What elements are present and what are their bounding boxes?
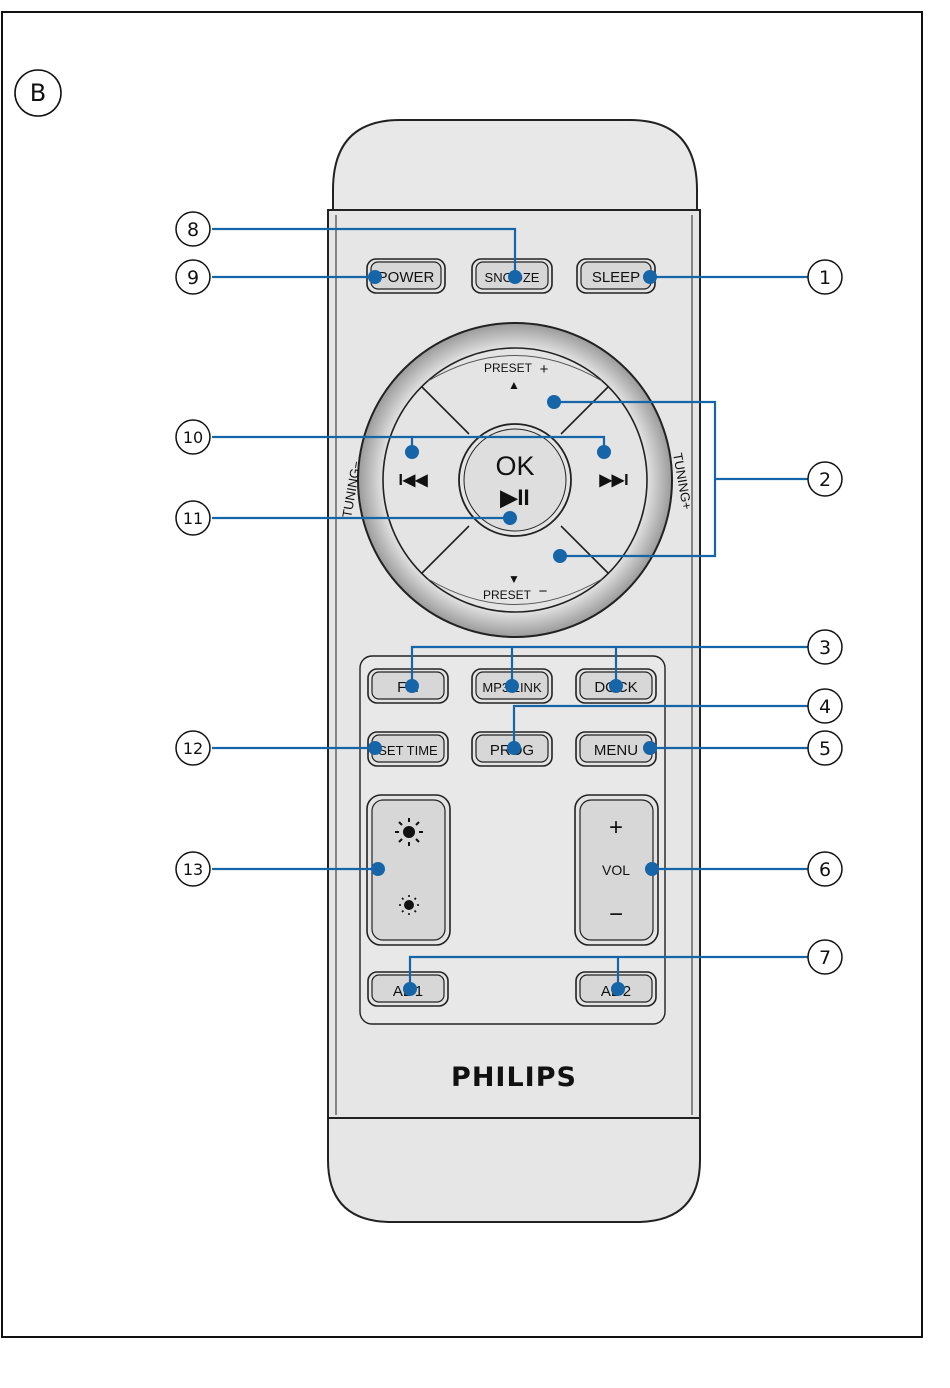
- prev-button[interactable]: I◀◀: [398, 472, 428, 489]
- svg-text:12: 12: [183, 739, 203, 758]
- sleep-button[interactable]: SLEEP: [576, 258, 656, 294]
- brightness-down-icon[interactable]: [399, 895, 419, 915]
- vol-label: VOL: [602, 862, 630, 878]
- figure-label: B: [14, 69, 62, 117]
- svg-text:POWER: POWER: [378, 269, 435, 286]
- svg-text:7: 7: [819, 947, 831, 969]
- callout-6: 6: [807, 851, 843, 887]
- svg-text:8: 8: [187, 219, 199, 241]
- svg-text:4: 4: [819, 696, 831, 718]
- svg-text:SET TIME: SET TIME: [378, 743, 438, 758]
- leader-lines: [212, 227, 808, 989]
- callout-9: 9: [175, 259, 211, 295]
- svg-text:OK: OK: [495, 451, 534, 481]
- vol-minus-button[interactable]: −: [609, 901, 623, 928]
- brightness-rocker[interactable]: [366, 794, 451, 946]
- menu-button[interactable]: MENU: [575, 731, 657, 767]
- svg-text:▶II: ▶II: [499, 485, 529, 510]
- callout-2: 2: [807, 461, 843, 497]
- callout-5: 5: [807, 730, 843, 766]
- ok-play-pause-button[interactable]: OK ▶II: [458, 423, 572, 537]
- svg-text:5: 5: [819, 738, 831, 760]
- svg-text:+: +: [540, 361, 549, 378]
- svg-text:PRESET: PRESET: [484, 361, 533, 375]
- next-button[interactable]: ▶▶I: [598, 472, 628, 489]
- callout-13: 13: [175, 851, 211, 887]
- svg-text:PRESET: PRESET: [483, 588, 532, 602]
- svg-text:13: 13: [183, 860, 203, 879]
- leader-dots: [368, 270, 659, 996]
- callout-12: 12: [175, 730, 211, 766]
- svg-text:SLEEP: SLEEP: [592, 269, 640, 286]
- callout-1: 1: [807, 259, 843, 295]
- svg-text:10: 10: [183, 428, 203, 447]
- callout-10: 10: [175, 419, 211, 455]
- brightness-up-icon[interactable]: [395, 818, 423, 846]
- callout-7: 7: [807, 939, 843, 975]
- svg-text:11: 11: [183, 509, 203, 528]
- svg-text:6: 6: [819, 859, 831, 881]
- vol-plus-button[interactable]: +: [609, 814, 623, 841]
- svg-text:B: B: [30, 79, 46, 107]
- callout-8: 8: [175, 211, 211, 247]
- svg-text:▼: ▼: [508, 572, 520, 586]
- svg-text:9: 9: [187, 267, 199, 289]
- brand-logo: PHILIPS: [451, 1062, 577, 1093]
- callout-4: 4: [807, 688, 843, 724]
- svg-text:3: 3: [819, 637, 831, 659]
- callout-11: 11: [175, 500, 211, 536]
- set-time-button[interactable]: SET TIME: [367, 731, 449, 767]
- svg-text:▶▶I: ▶▶I: [598, 472, 628, 489]
- power-button[interactable]: POWER: [366, 258, 446, 294]
- svg-text:2: 2: [819, 469, 831, 491]
- svg-text:−: −: [539, 583, 548, 600]
- preset-plus-button[interactable]: PRESET + ▲: [484, 361, 549, 392]
- svg-text:▲: ▲: [508, 378, 520, 392]
- page-border: [1, 11, 923, 1338]
- svg-text:I◀◀: I◀◀: [398, 472, 428, 489]
- svg-text:MENU: MENU: [594, 742, 638, 759]
- preset-minus-button[interactable]: ▼ PRESET −: [483, 572, 548, 602]
- svg-text:1: 1: [819, 267, 831, 289]
- callout-3: 3: [807, 629, 843, 665]
